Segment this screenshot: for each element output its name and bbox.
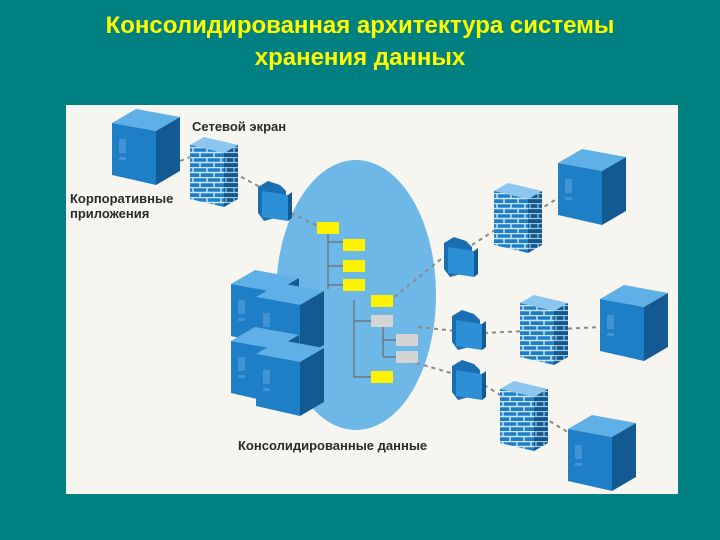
consolidated-data-label: Консолидированные данные: [238, 438, 428, 453]
folder-yellow-4: [343, 279, 365, 291]
corporate-apps-label-line-1: Корпоративные: [70, 191, 174, 206]
slide-title-line-2: хранения данных: [254, 44, 466, 71]
folder-icon: [452, 310, 486, 350]
server-icon: [558, 149, 626, 225]
folder-yellow-3: [343, 260, 365, 272]
folder-icon: [444, 237, 478, 277]
folder-yellow-6: [371, 371, 393, 383]
server-icon: [600, 285, 668, 361]
firewall-icon: [190, 137, 238, 207]
slide-title: Консолидированная архитектура системы хр…: [0, 10, 720, 74]
folder-yellow-5: [371, 295, 393, 307]
server-cluster-icon: [231, 270, 324, 416]
folder-tree-lines: [327, 230, 396, 378]
folder-gray-2: [396, 334, 418, 346]
folder-yellow-2: [343, 239, 365, 251]
corporate-apps-label: Корпоративные приложения: [70, 191, 173, 221]
firewall-icon: [500, 381, 548, 451]
folder-icon: [258, 181, 292, 221]
corporate-apps-label-line-2: приложения: [70, 206, 150, 221]
folder-icon: [452, 360, 486, 400]
folder-yellow-1: [317, 222, 339, 234]
server-icon: [568, 415, 636, 491]
firewall-icon: [520, 295, 568, 365]
slide-title-line-1: Консолидированная архитектура системы: [105, 12, 615, 39]
architecture-diagram: Сетевой экран Корпоративные приложения К…: [66, 105, 678, 494]
folder-gray-3: [396, 351, 418, 363]
firewall-label: Сетевой экран: [192, 119, 287, 134]
data-folders: [317, 222, 418, 383]
folder-gray-1: [371, 315, 393, 327]
firewall-icon: [494, 183, 542, 253]
server-icon: [112, 109, 180, 185]
